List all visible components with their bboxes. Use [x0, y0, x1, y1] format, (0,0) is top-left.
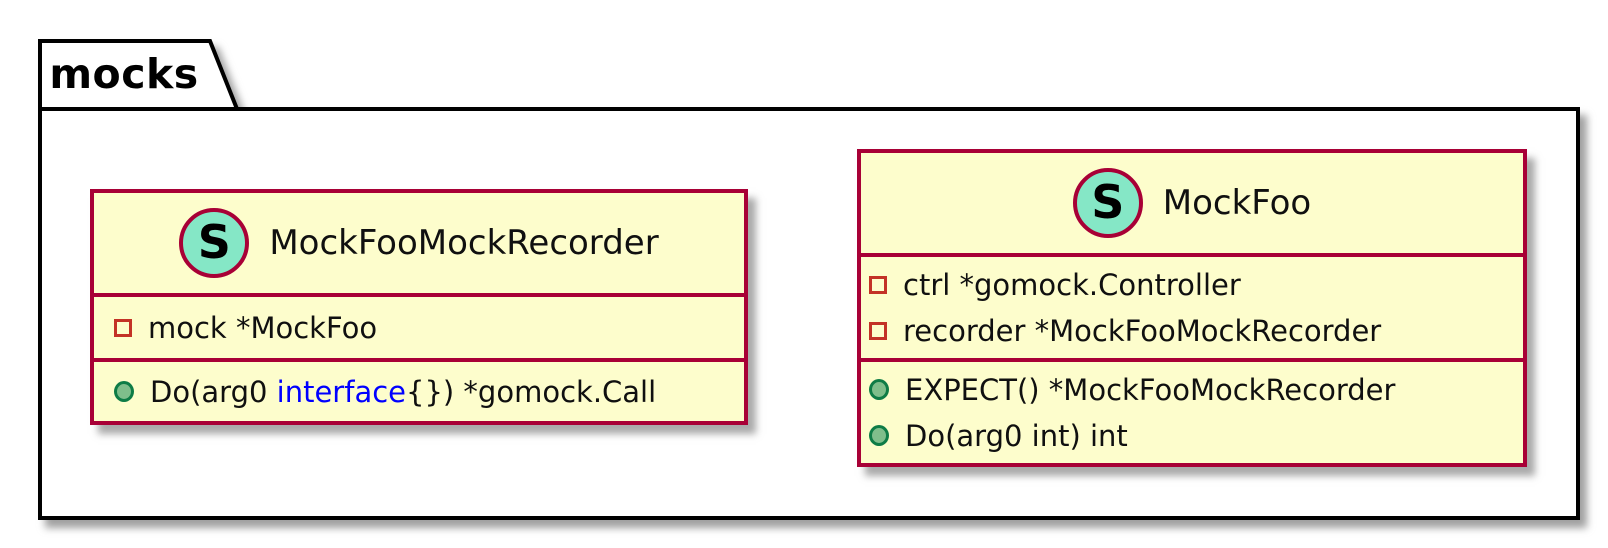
method-row: EXPECT() *MockFooMockRecorder: [861, 367, 1523, 413]
field-row: recorder *MockFooMockRecorder: [861, 308, 1523, 354]
method-row: Do(arg0 interface{}) *gomock.Call: [94, 369, 744, 415]
private-field-square-icon: [114, 318, 132, 337]
field-text: ctrl *gomock.Controller: [903, 267, 1241, 302]
class-box-mockfoomockrecorder: S MockFooMockRecorder mock *MockFoo Do(a…: [90, 189, 748, 425]
method-row: Do(arg0 int) int: [861, 413, 1523, 459]
private-field-square-icon: [869, 275, 887, 294]
struct-circle-icon: S: [179, 208, 250, 278]
package-name: mocks: [49, 50, 199, 98]
public-method-circle-icon: [869, 379, 889, 400]
fields-compartment: mock *MockFoo: [94, 293, 744, 358]
methods-compartment: Do(arg0 interface{}) *gomock.Call: [94, 358, 744, 421]
private-field-square-icon: [869, 321, 887, 340]
field-text: recorder *MockFooMockRecorder: [903, 313, 1382, 348]
field-row: ctrl *gomock.Controller: [861, 262, 1523, 308]
method-text: Do(arg0 interface{}) *gomock.Call: [150, 375, 656, 409]
field-row: mock *MockFoo: [94, 305, 744, 351]
public-method-circle-icon: [869, 425, 889, 446]
field-text: mock *MockFoo: [148, 310, 378, 345]
public-method-circle-icon: [114, 381, 134, 402]
methods-compartment: EXPECT() *MockFooMockRecorder Do(arg0 in…: [861, 358, 1523, 463]
method-text-pre: Do(arg0: [150, 374, 277, 409]
class-name: MockFoo: [1162, 183, 1312, 223]
keyword-interface: interface: [276, 374, 406, 409]
struct-circle-icon: S: [1072, 168, 1143, 238]
method-text-post: {}) *gomock.Call: [406, 374, 657, 409]
class-header: S MockFooMockRecorder: [94, 193, 744, 293]
method-text: Do(arg0 int) int: [905, 418, 1128, 453]
class-header: S MockFoo: [861, 153, 1523, 253]
class-box-mockfoo: S MockFoo ctrl *gomock.Controller record…: [857, 149, 1527, 467]
fields-compartment: ctrl *gomock.Controller recorder *MockFo…: [861, 253, 1523, 358]
class-name: MockFooMockRecorder: [269, 223, 659, 263]
method-text: EXPECT() *MockFooMockRecorder: [905, 372, 1396, 407]
package-tab-shape: [38, 39, 240, 111]
